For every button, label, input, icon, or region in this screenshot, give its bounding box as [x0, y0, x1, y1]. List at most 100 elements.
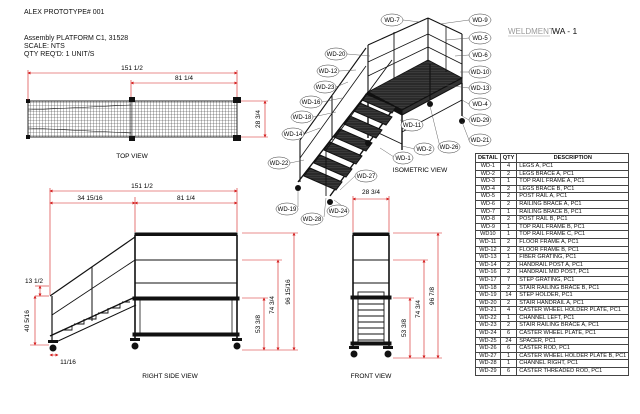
- bom-header-qty: QTY: [499, 153, 518, 163]
- dim-side-overall: 151 1/2: [131, 183, 153, 190]
- bom-cell-detail: WD-17: [475, 275, 501, 285]
- prototype-label: ALEX PROTOTYPE# 001: [24, 9, 105, 16]
- svg-text:WD-21: WD-21: [471, 138, 490, 144]
- right-side-dimensions: [30, 188, 298, 357]
- svg-text:WD-29: WD-29: [471, 118, 490, 124]
- balloon-wd28: WD-28: [300, 212, 324, 226]
- bom-header-description: DESCRIPTION: [516, 153, 630, 163]
- bom-cell-description: CASTER WHEEL HOLDER PLATE B, PC1: [516, 351, 630, 361]
- assembly-label: Assembly PLATFORM C1, 31528: [24, 35, 129, 42]
- bom-cell-detail: WD-21: [475, 306, 501, 315]
- svg-text:WD-2: WD-2: [416, 147, 432, 153]
- dim-front-h1: 53 3/8: [401, 319, 408, 337]
- bom-cell-detail: WD-25: [475, 336, 501, 346]
- bom-cell-detail: WD-19: [475, 291, 501, 300]
- bom-cell-detail: WD-9: [475, 222, 501, 232]
- bom-cell-description: SPACER, PC1: [516, 336, 630, 346]
- bom-cell-description: CASTER THREADED ROD, PC1: [516, 367, 630, 376]
- bom-cell-description: STAIR RAILING BRACE A, PC1: [516, 321, 630, 331]
- bom-cell-qty: 2: [499, 260, 518, 270]
- top-view: [26, 97, 241, 141]
- bom-cell-detail: WD-22: [475, 313, 501, 323]
- bom-cell-detail: WD-1: [475, 162, 501, 171]
- bom-cell-detail: WD-7: [475, 207, 501, 217]
- bom-cell-detail: WD-16: [475, 268, 501, 277]
- qty-label: QTY REQ'D: 1 UNIT/S: [24, 51, 95, 58]
- balloon-wd23: WD-23: [313, 80, 337, 94]
- bom-cell-qty: 2: [499, 298, 518, 308]
- bom-cell-description: LEGS BRACE B, PC1: [516, 184, 630, 194]
- bom-cell-qty: 4: [499, 162, 518, 171]
- svg-text:WD-27: WD-27: [357, 174, 376, 180]
- bom-cell-description: CHANNEL LEFT, PC1: [516, 313, 630, 323]
- weldment-id: WA - 1: [552, 26, 577, 36]
- balloon-wd9: WD-9: [468, 13, 492, 27]
- balloon-wd13: WD-13: [468, 81, 492, 95]
- bom-cell-qty: 1: [499, 313, 518, 323]
- bom-cell-detail: WD-14: [475, 260, 501, 270]
- bom-cell-qty: 6: [499, 367, 518, 376]
- svg-text:WD-7: WD-7: [384, 18, 400, 24]
- balloon-wd5: WD-5: [468, 31, 492, 45]
- dim-side-h2: 74 3/4: [269, 296, 276, 314]
- bom-cell-description: LEGS BRACE A, PC1: [516, 169, 630, 179]
- bom-cell-qty: 1: [499, 222, 518, 232]
- bom-cell-qty: 2: [499, 199, 518, 209]
- bom-cell-description: TOP RAIL FRAME C, PC1: [516, 230, 630, 239]
- bom-cell-qty: 1: [499, 351, 518, 361]
- bom-cell-qty: 2: [499, 237, 518, 247]
- balloon-wd26: WD-26: [437, 140, 461, 154]
- bom-cell-qty: 2: [499, 321, 518, 331]
- dim-side-stair: 34 15/16: [77, 195, 103, 202]
- bom-cell-description: LEGS A, PC1: [516, 162, 630, 171]
- bom-cell-qty: 14: [499, 291, 518, 300]
- bom-cell-qty: 2: [499, 245, 518, 255]
- bom-cell-description: HANDRAIL POST A, PC1: [516, 260, 630, 270]
- right-side-view-label: RIGHT SIDE VIEW: [142, 373, 198, 380]
- svg-text:WD-19: WD-19: [278, 207, 297, 213]
- bom-cell-description: FIBER GRATING, PC1: [516, 253, 630, 262]
- balloon-wd10: WD-10: [468, 65, 492, 79]
- bom-cell-description: CASTER WHEEL HOLDER PLATE, PC1: [516, 306, 630, 315]
- isometric-view: [295, 17, 465, 205]
- bom-cell-qty: 2: [499, 215, 518, 224]
- front-view-label: FRONT VIEW: [351, 373, 393, 380]
- bom-cell-detail: WD-3: [475, 177, 501, 186]
- front-view: [349, 232, 393, 358]
- bom-cell-description: FLOOR FRAME A, PC1: [516, 237, 630, 247]
- bom-cell-detail: WD-5: [475, 192, 501, 201]
- svg-text:WD-11: WD-11: [403, 123, 422, 129]
- top-view-dimensions: [27, 70, 268, 138]
- svg-text:WD-24: WD-24: [329, 209, 348, 215]
- svg-text:WD-5: WD-5: [472, 36, 488, 42]
- bom-cell-qty: 1: [499, 207, 518, 217]
- front-view-dimensions: [352, 196, 442, 359]
- dim-side-h3: 96 15/16: [285, 279, 292, 305]
- dim-side-h1: 53 3/8: [255, 315, 262, 333]
- dim-side-foot: 11/16: [60, 359, 76, 366]
- bom-cell-detail: WD-27: [475, 351, 501, 361]
- bom-cell-description: CHANNEL RIGHT, PC1: [516, 359, 630, 369]
- bom-cell-detail: WD-12: [475, 245, 501, 255]
- weldment-prefix: WELDMENT -: [508, 27, 559, 36]
- dim-front-h3: 96 7/8: [429, 287, 436, 305]
